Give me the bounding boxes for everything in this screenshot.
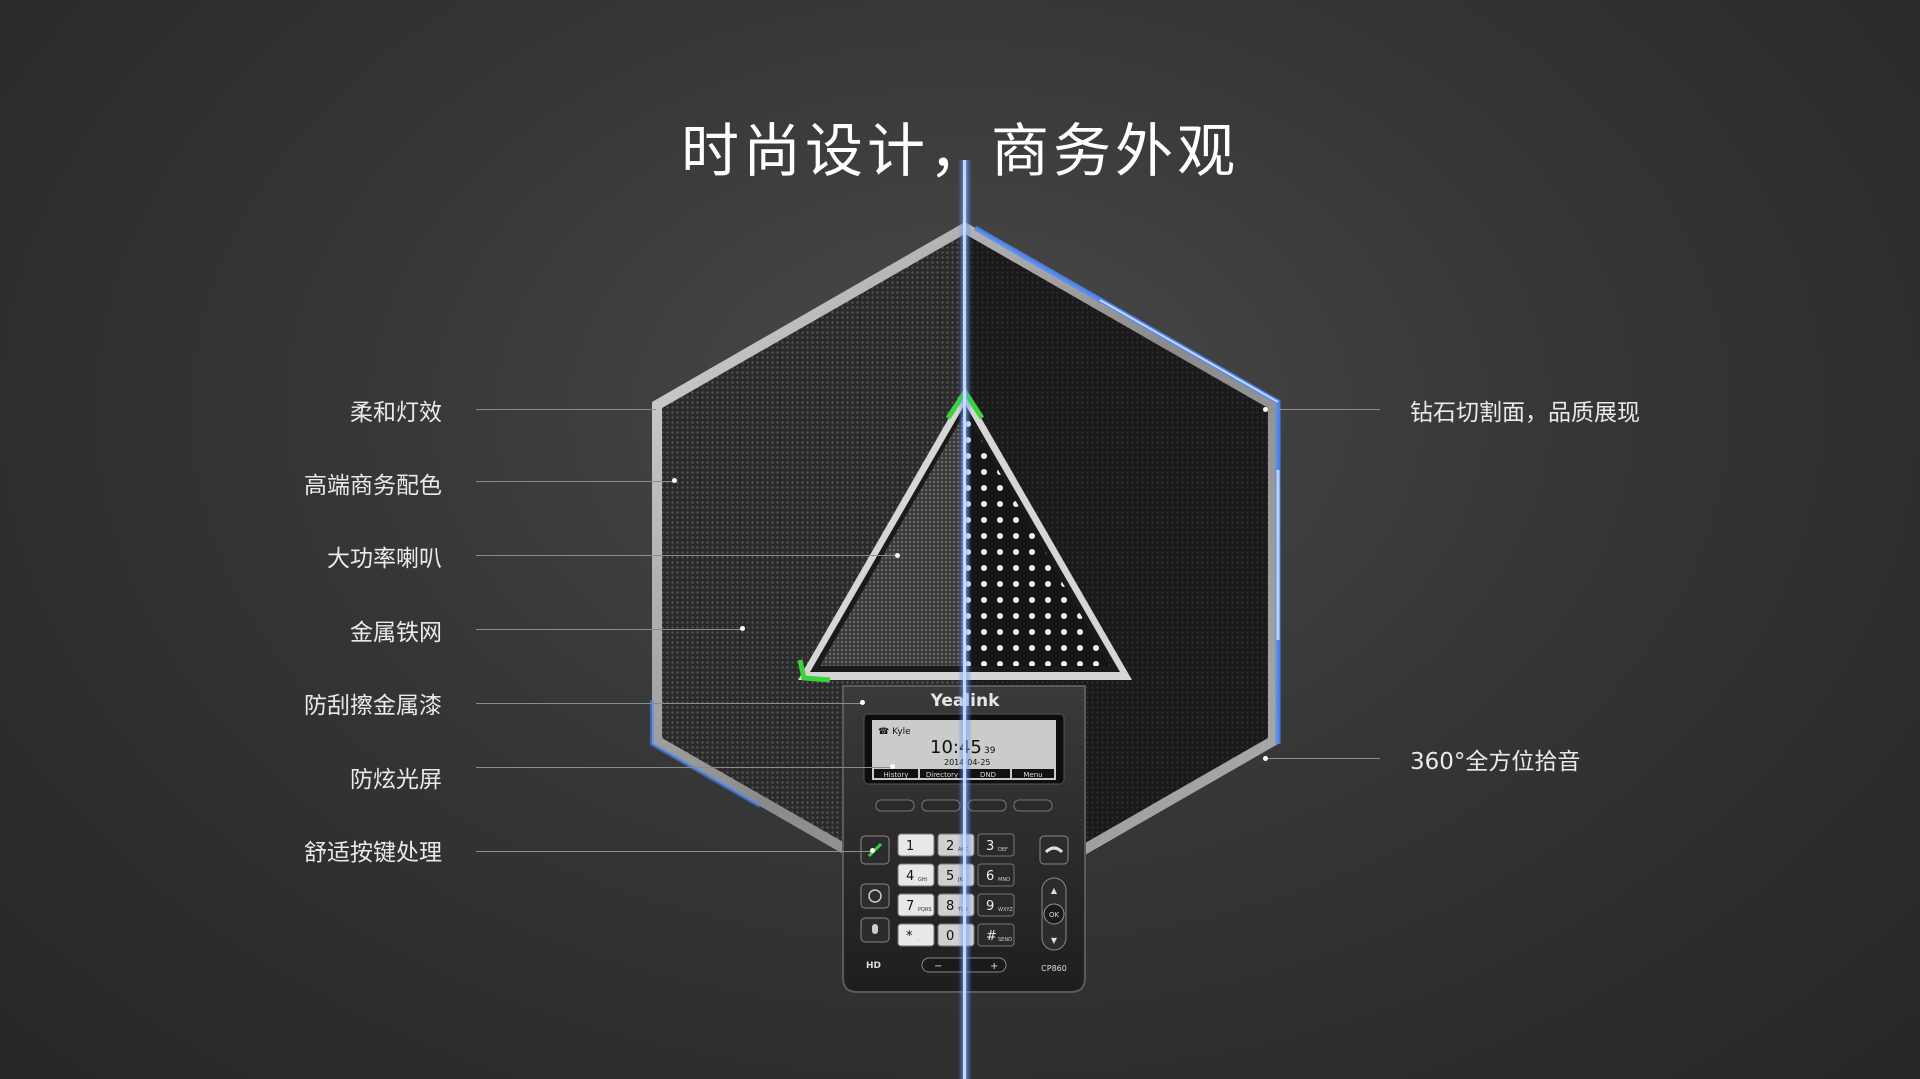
keypad-letters: . xyxy=(918,937,920,943)
keypad-digit: * xyxy=(906,929,913,944)
keypad-digit: 9 xyxy=(986,899,994,914)
callout-line-r1 xyxy=(1266,409,1380,410)
softkey-button-3 xyxy=(967,799,1007,812)
callout-dot-7 xyxy=(870,848,875,853)
led-left-icon xyxy=(797,659,831,683)
keypad-digit: 7 xyxy=(906,899,914,914)
keypad-digit: 6 xyxy=(986,869,994,884)
keypad-letters: SEND xyxy=(998,937,1012,943)
phone-hangup-icon xyxy=(1044,846,1064,854)
keypad-digit: 1 xyxy=(906,839,914,854)
feature-diamond-cut: 钻石切割面，品质展现 xyxy=(1410,400,1640,426)
softkey-button-4 xyxy=(1013,799,1053,812)
feature-scratch-resistant: 防刮擦金属漆 xyxy=(304,693,442,719)
volume-minus-icon: − xyxy=(934,961,942,972)
softkey-history: History xyxy=(884,771,909,779)
feature-anti-glare: 防炫光屏 xyxy=(350,767,442,793)
ok-key xyxy=(1043,903,1065,925)
screen-time: 10:45 xyxy=(930,737,982,758)
ok-label: OK xyxy=(1049,911,1060,919)
page-title: 时尚设计，商务外观 xyxy=(680,117,1239,185)
callout-dot-2 xyxy=(672,478,677,483)
callout-line-3 xyxy=(476,555,896,556)
callout-line-2 xyxy=(476,481,676,482)
callout-line-6 xyxy=(476,767,892,768)
keypad-digit: 3 xyxy=(986,839,994,854)
keypad-digit: 8 xyxy=(946,899,954,914)
feature-soft-light: 柔和灯效 xyxy=(350,400,442,426)
screen-seconds: 39 xyxy=(984,746,996,756)
keypad-digit: 2 xyxy=(946,839,954,854)
keypad-letters: MNO xyxy=(998,877,1010,883)
keypad-key-12[interactable]: #SEND xyxy=(977,923,1015,947)
model-label: CP860 xyxy=(1041,964,1067,973)
feature-speaker: 大功率喇叭 xyxy=(327,546,442,572)
callout-dot-6 xyxy=(890,764,895,769)
keypad: 12ABC3DEF4GHI5JKL6MNO7PQRS8TUV9WXYZ*.0#S… xyxy=(897,833,1015,947)
nav-up-icon: ▲ xyxy=(1051,886,1058,895)
feature-metal-mesh: 金属铁网 xyxy=(350,620,442,646)
feature-keys: 舒适按键处理 xyxy=(304,840,442,866)
callout-line-7 xyxy=(476,851,872,852)
callout-line-5 xyxy=(476,703,862,704)
phone-answer-icon xyxy=(867,842,883,858)
hd-badge: HD xyxy=(866,961,881,971)
callout-dot-3 xyxy=(895,553,900,558)
volume-plus-icon: + xyxy=(990,961,998,972)
redial-icon xyxy=(868,889,882,903)
softkey-button-1 xyxy=(875,799,915,812)
keypad-letters: WXYZ xyxy=(998,907,1013,913)
softkey-menu: Menu xyxy=(1023,771,1042,779)
callout-line-1 xyxy=(476,409,656,410)
callout-dot-r1 xyxy=(1263,407,1268,412)
softkey-button-2 xyxy=(921,799,961,812)
redial-key xyxy=(860,883,890,909)
hangup-key xyxy=(1039,835,1069,865)
feature-business-color: 高端商务配色 xyxy=(304,473,442,499)
keypad-digit: 0 xyxy=(946,929,954,944)
keypad-digit: 5 xyxy=(946,869,954,884)
mic-icon xyxy=(872,924,878,934)
keypad-letters: PQRS xyxy=(918,907,932,913)
feature-360-pickup: 360°全方位拾音 xyxy=(1410,749,1581,775)
softkey-dnd: DND xyxy=(980,771,996,779)
callout-dot-r2 xyxy=(1263,756,1268,761)
nav-down-icon: ▼ xyxy=(1051,936,1058,945)
callout-dot-4 xyxy=(740,626,745,631)
callout-dot-5 xyxy=(860,700,865,705)
keypad-key-1[interactable]: 1 xyxy=(897,833,935,857)
callout-line-r2 xyxy=(1266,758,1380,759)
keypad-digit: 4 xyxy=(906,869,914,884)
callout-line-4 xyxy=(476,629,744,630)
keypad-letters: GHI xyxy=(918,877,927,883)
keypad-digit: # xyxy=(986,929,997,944)
keypad-letters: DEF xyxy=(998,847,1008,853)
keypad-key-10[interactable]: *. xyxy=(897,923,935,947)
screen-contact: ☎ Kyle xyxy=(878,727,911,737)
softkey-directory: Directory xyxy=(926,771,958,779)
